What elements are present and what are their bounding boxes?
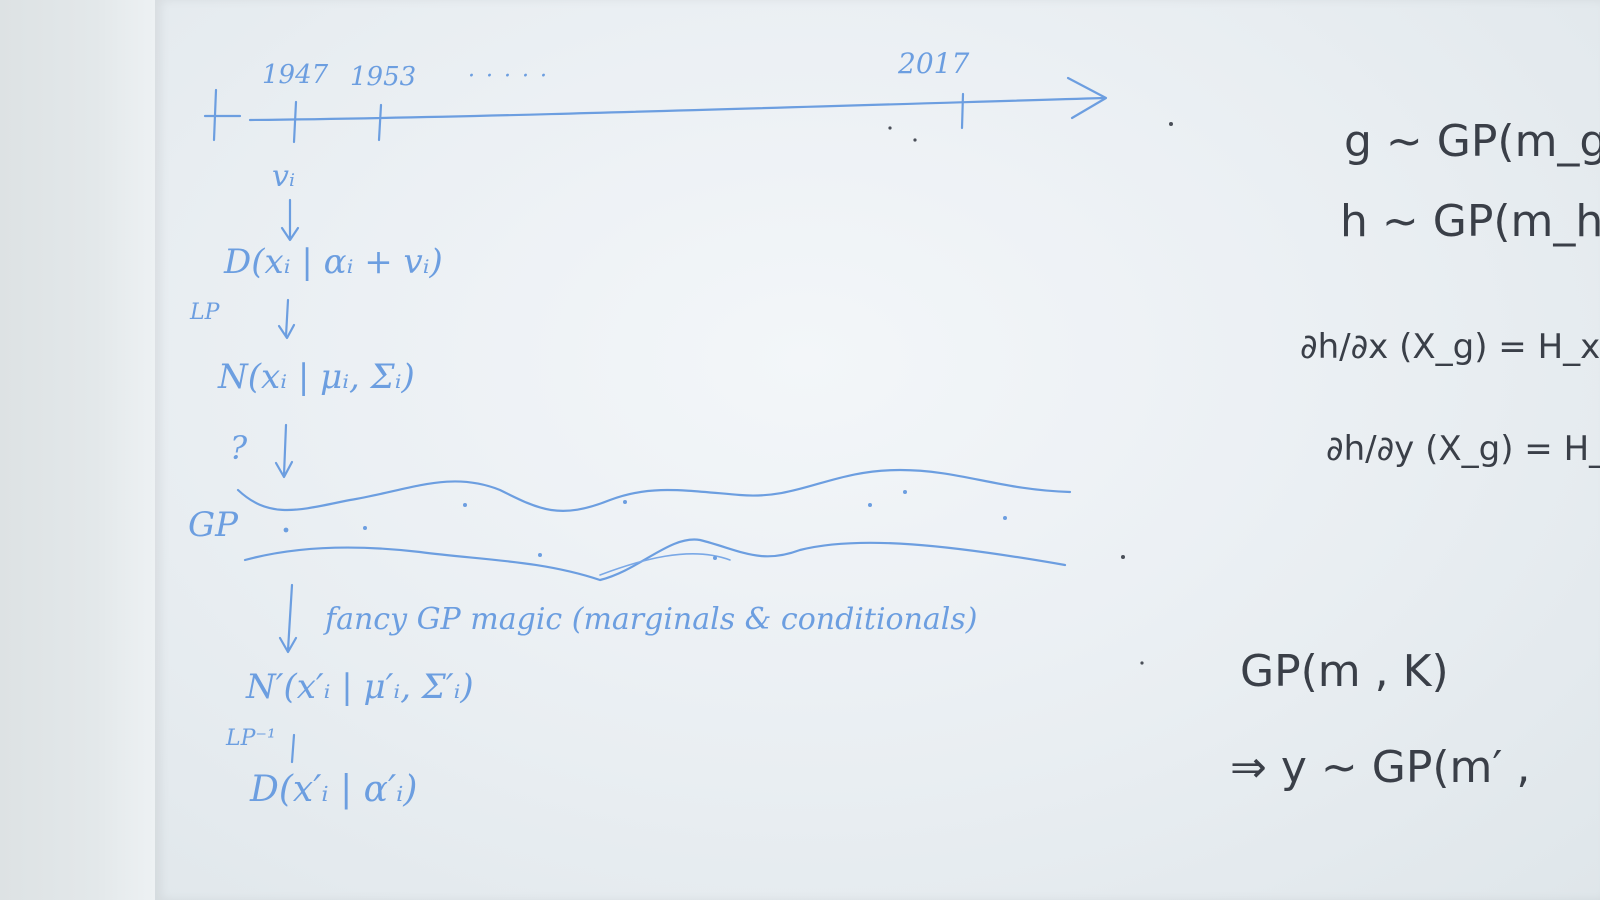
gp-data-point	[463, 503, 467, 507]
dot-mark	[1121, 555, 1125, 559]
dot-mark	[1169, 122, 1173, 126]
chain-normal-2: N′(x′ᵢ | μ′ᵢ, Σ′ᵢ)	[246, 667, 474, 707]
chain-annotation: fancy GP magic (marginals & conditionals…	[325, 602, 978, 637]
equation-dh-dy: ∂h/∂y (X_g) = H_y(X	[1326, 429, 1600, 469]
tick-2017	[960, 92, 965, 130]
dot-mark	[1140, 661, 1144, 665]
chain-dist-1: D(xᵢ | αᵢ + vᵢ)	[224, 242, 443, 282]
gp-band-inner-stroke	[599, 553, 731, 576]
gp-data-point	[363, 526, 367, 530]
chain-v-label: vᵢ	[272, 159, 295, 194]
gp-data-point	[623, 500, 627, 504]
equation-h: h ~ GP(m_h ,	[1340, 196, 1600, 247]
down-arrow-3	[274, 423, 294, 479]
gp-data-point	[713, 556, 717, 560]
gp-data-point	[283, 527, 289, 533]
dot-mark	[913, 138, 917, 142]
tick-1953	[377, 103, 383, 142]
timeline-start-cross	[203, 88, 242, 142]
chain-normal-1: N(xᵢ | μᵢ, Σᵢ)	[218, 357, 415, 397]
down-arrow-4	[278, 583, 298, 654]
timeline-year-2017: 2017	[898, 47, 970, 80]
timeline-axis	[248, 96, 1107, 122]
gp-band-upper	[236, 468, 1072, 512]
chain-question-mark: ?	[230, 429, 248, 467]
gp-band-lower	[243, 538, 1067, 582]
timeline-ellipsis: · · · · ·	[468, 64, 549, 89]
dot-mark	[888, 126, 892, 130]
timeline-year-1953: 1953	[350, 62, 417, 92]
gp-data-point	[538, 553, 542, 557]
equation-gp-mk: GP(m , K)	[1240, 646, 1449, 697]
gp-data-point	[903, 490, 907, 494]
whiteboard	[155, 0, 1600, 900]
tick-1947	[292, 100, 298, 144]
timeline-year-1947: 1947	[262, 60, 329, 90]
gp-data-point	[868, 503, 872, 507]
chain-dist-2: D(x′ᵢ | α′ᵢ)	[250, 769, 418, 810]
down-arrow-1	[280, 198, 300, 242]
equation-y: ⇒ y ~ GP(m′ ,	[1230, 742, 1531, 793]
chain-lp-label: LP	[190, 300, 220, 325]
equation-dh-dx: ∂h/∂x (X_g) = H_x(X_g	[1300, 327, 1600, 367]
chain-lp-inverse-label: LP⁻¹	[226, 726, 276, 751]
timeline-arrowhead	[1066, 76, 1108, 120]
gp-data-point	[1003, 516, 1007, 520]
chain-gp-label: GP	[188, 505, 239, 545]
down-arrow-5	[290, 733, 296, 764]
down-arrow-2	[277, 298, 296, 340]
wall	[0, 0, 160, 900]
equation-g: g ~ GP(m_g ,	[1344, 116, 1600, 167]
